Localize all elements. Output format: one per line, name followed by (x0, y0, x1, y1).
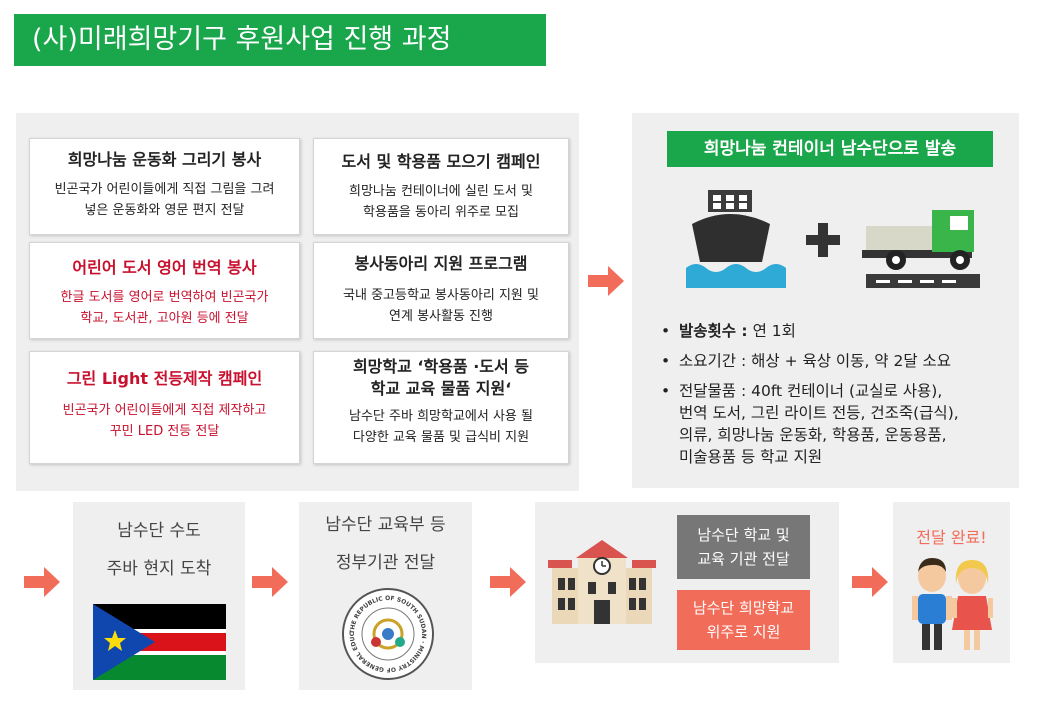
detail-duration: 소요기간 : 해상 + 육상 이동, 약 2달 소요 (659, 350, 1019, 372)
ministry-seal-icon: THE REPUBLIC OF SOUTH SUDAN · MINISTRY O… (339, 583, 434, 684)
government-line-1: 남수단 교육부 등 (325, 515, 446, 535)
arrow-right-icon (24, 567, 60, 601)
plus-icon (806, 223, 840, 261)
card-title-2: 학교 교육 물품 지원‘ (370, 379, 512, 398)
arrow-right-icon (490, 567, 526, 601)
card-desc-2: 학용품을 동아리 위주로 모집 (363, 205, 519, 220)
school-delivery-line-2: 교육 기관 전달 (697, 550, 790, 568)
south-sudan-flag-icon (93, 604, 226, 684)
hope-school-line-2: 위주로 지원 (706, 623, 781, 641)
items-line-2: 번역 도서, 그린 라이트 전등, 건조죽(급식), (679, 404, 959, 422)
card-book-campaign: 도서 및 학용품 모으기 캠페인 희망나눔 컨테이너에 실린 도서 및 학용품을… (313, 138, 569, 235)
arrival-line-2: 주바 현지 도착 (106, 559, 212, 579)
detail-frequency: 발송횟수 : 연 1회 (659, 320, 1019, 342)
truck-icon (862, 204, 984, 296)
ship-icon (682, 190, 792, 292)
card-sneaker-drawing: 희망나눔 운동화 그리기 봉사 빈곤국가 어린이들에게 직접 그림을 그려 넣은… (29, 138, 300, 235)
items-line-4: 미술용품 등 학교 지원 (679, 448, 823, 466)
card-desc-1: 희망나눔 컨테이너에 실린 도서 및 (349, 184, 533, 199)
frequency-label: 발송횟수 : (679, 322, 748, 340)
card-desc-1: 국내 중고등학교 봉사동아리 지원 및 (343, 288, 539, 303)
government-line-2: 정부기관 전달 (335, 553, 436, 573)
card-title: 도서 및 학용품 모으기 캠페인 (341, 152, 541, 171)
school-building-icon (548, 538, 656, 630)
school-delivery-box: 남수단 학교 및 교육 기관 전달 (677, 515, 810, 579)
card-desc-1: 빈곤국가 어린이들에게 직접 그림을 그려 (54, 182, 275, 197)
frequency-value: 연 1회 (747, 322, 796, 340)
card-desc-2: 꾸민 LED 전등 전달 (109, 424, 220, 439)
card-hope-school: 희망학교 ‘학용품 ·도서 등 학교 교육 물품 지원‘ 남수단 주바 희망학교… (313, 351, 569, 464)
page-title: (사)미래희망기구 후원사업 진행 과정 (14, 14, 546, 66)
card-title: 어린어 도서 영어 번역 봉사 (72, 258, 257, 277)
items-line-1: 전달물품 : 40ft 컨테이너 (교실로 사용), (679, 382, 943, 400)
arrow-right-icon (852, 567, 888, 601)
card-club-support: 봉사동아리 지원 프로그램 국내 중고등학교 봉사동아리 지원 및 연계 봉사활… (313, 242, 569, 339)
card-desc-1: 빈곤국가 어린이들에게 직접 제작하고 (62, 403, 267, 418)
card-desc-2: 학교, 도서관, 고아원 등에 전달 (80, 311, 249, 326)
card-desc-1: 남수단 주바 희망학교에서 사용 될 (349, 409, 533, 424)
items-line-3: 의류, 희망나눔 운동화, 학용품, 운동용품, (679, 426, 947, 444)
children-icon (908, 556, 998, 660)
complete-label: 전달 완료! (916, 528, 987, 547)
card-desc-2: 넣은 운동화와 영문 편지 전달 (84, 203, 245, 218)
hope-school-line-1: 남수단 희망학교 (692, 599, 795, 617)
shipping-label: 희망나눔 컨테이너 남수단으로 발송 (667, 131, 993, 167)
card-title: 희망나눔 운동화 그리기 봉사 (67, 150, 262, 169)
card-desc-2: 연계 봉사활동 진행 (389, 309, 493, 324)
school-delivery-line-1: 남수단 학교 및 (697, 526, 790, 544)
card-title: 희망학교 ‘학용품 ·도서 등 (352, 357, 530, 376)
card-title: 봉사동아리 지원 프로그램 (354, 254, 528, 273)
card-desc-2: 다양한 교육 물품 및 급식비 지원 (352, 430, 530, 445)
card-translation: 어린어 도서 영어 번역 봉사 한글 도서를 영어로 번역하여 빈곤국가 학교,… (29, 242, 300, 339)
arrival-line-1: 남수단 수도 (117, 521, 201, 541)
arrow-right-icon (588, 266, 624, 300)
hope-school-box: 남수단 희망학교 위주로 지원 (677, 590, 810, 650)
card-desc-1: 한글 도서를 영어로 번역하여 빈곤국가 (60, 290, 269, 305)
card-green-light: 그린 Light 전등제작 캠페인 빈곤국가 어린이들에게 직접 제작하고 꾸민… (29, 351, 300, 464)
complete-step: 전달 완료! (893, 502, 1010, 663)
shipping-details: 발송횟수 : 연 1회 소요기간 : 해상 + 육상 이동, 약 2달 소요 전… (659, 320, 1019, 476)
card-title: 그린 Light 전등제작 캠페인 (66, 369, 263, 388)
arrow-right-icon (252, 567, 288, 601)
detail-items: 전달물품 : 40ft 컨테이너 (교실로 사용), 번역 도서, 그린 라이트… (659, 380, 1019, 468)
